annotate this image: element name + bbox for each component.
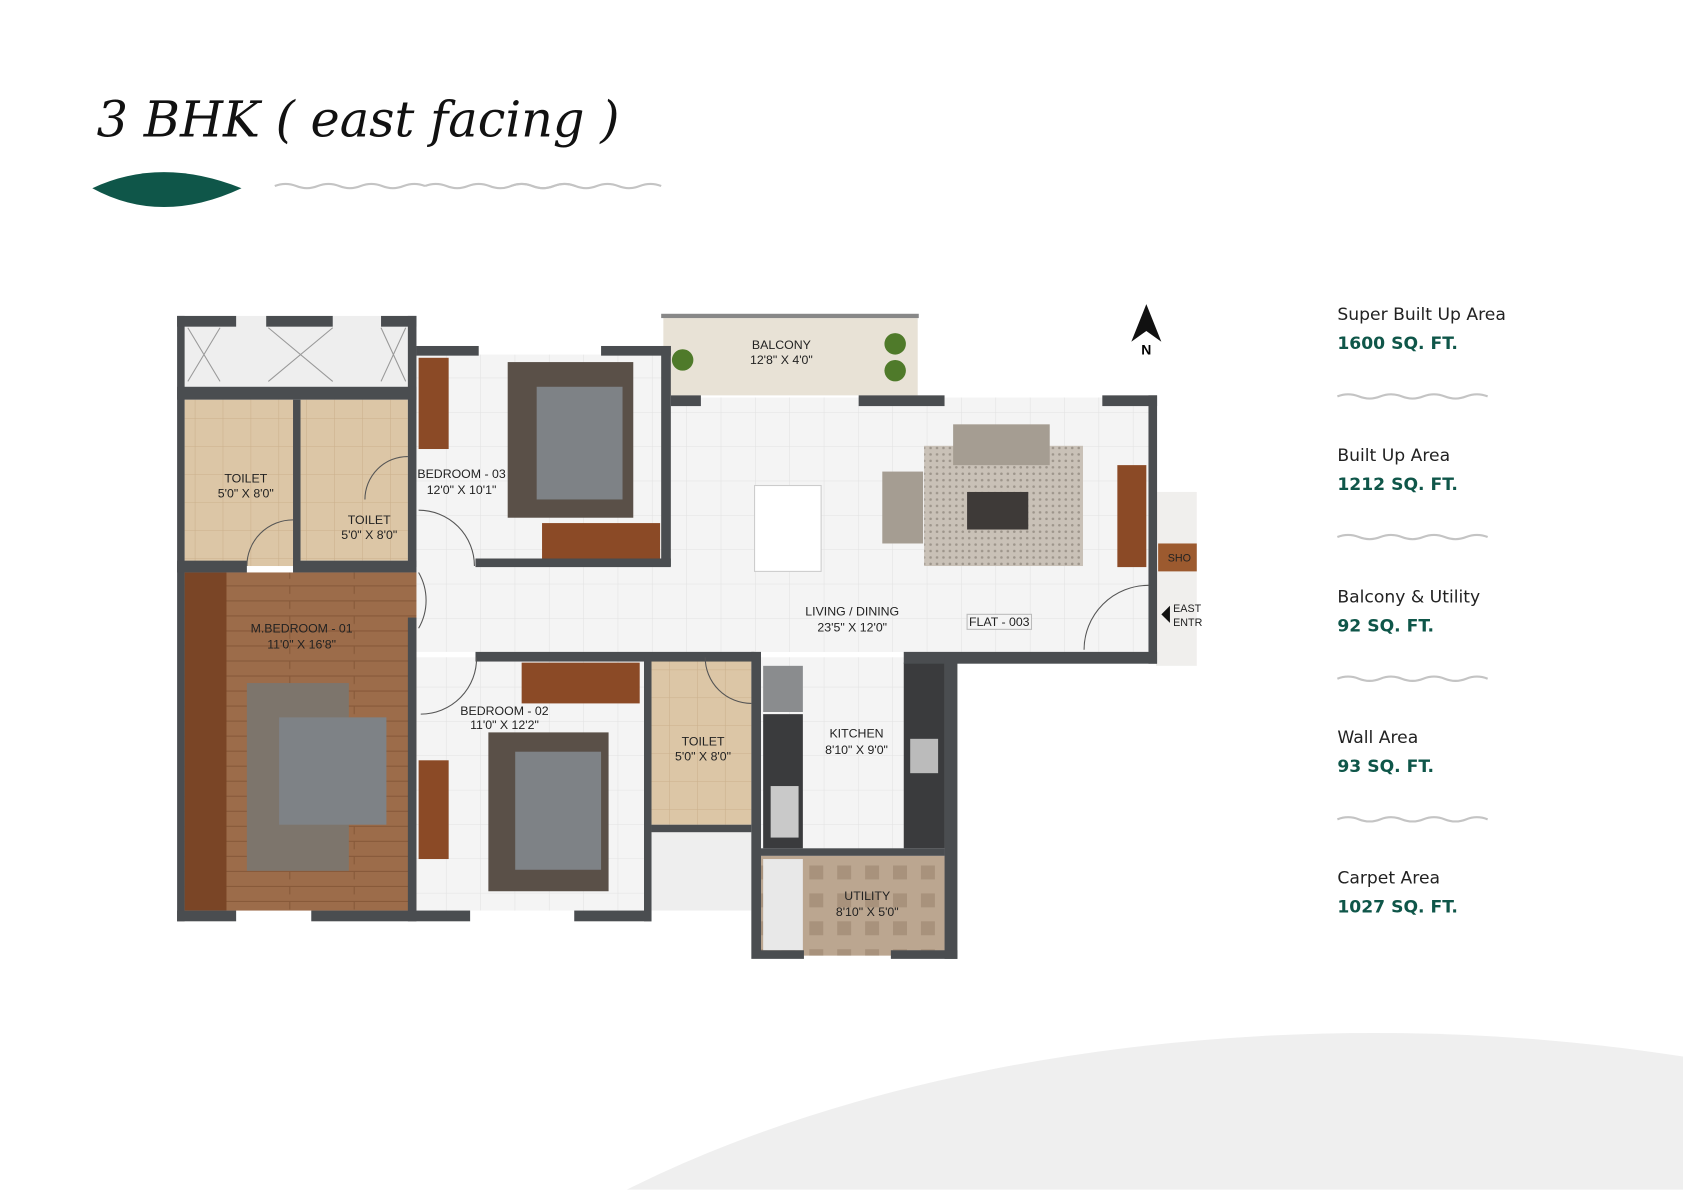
wardrobe (418, 760, 449, 860)
svg-text:92 SQ. FT.: 92 SQ. FT. (1337, 616, 1434, 636)
shoe-rack (1158, 543, 1197, 572)
svg-text:UTILITY: UTILITY (844, 889, 890, 903)
svg-text:TOILET: TOILET (224, 471, 267, 485)
leaf-icon (92, 172, 242, 207)
area-item: Super Built Up Area 1600 SQ. FT. (1337, 305, 1505, 354)
wave-divider (1336, 816, 1489, 823)
room-label-living-dining: LIVING / DINING 23'5" X 12'0" (805, 604, 899, 634)
svg-text:8'10" X 9'0": 8'10" X 9'0" (825, 743, 888, 757)
svg-text:BEDROOM - 03: BEDROOM - 03 (417, 467, 506, 481)
svg-text:93 SQ. FT.: 93 SQ. FT. (1337, 757, 1434, 777)
svg-text:11'0" X 12'2": 11'0" X 12'2" (470, 718, 539, 732)
shoe-rack-label: SHO (1168, 553, 1191, 565)
doors (246, 456, 1149, 715)
decorative-arc (626, 1032, 1683, 1190)
svg-text:Balcony & Utility: Balcony & Utility (1337, 588, 1480, 608)
wardrobe (521, 662, 640, 704)
toilet-2-floor (300, 399, 408, 561)
svg-text:5'0" X 8'0": 5'0" X 8'0" (675, 749, 731, 763)
svg-text:Built Up Area: Built Up Area (1337, 446, 1450, 466)
coffee-table-icon (967, 491, 1029, 530)
area-item: Wall Area 93 SQ. FT. (1337, 728, 1434, 777)
dining-table-icon (754, 484, 822, 572)
room-label-master-bedroom: M.BEDROOM - 01 11'0" X 16'8" (251, 622, 353, 652)
plant-icon (884, 359, 906, 382)
tv-unit (1117, 465, 1147, 568)
walls (177, 313, 1158, 959)
north-label: N (1141, 342, 1151, 358)
plant-icon (671, 349, 694, 371)
svg-text:LIVING / DINING: LIVING / DINING (805, 604, 899, 618)
svg-text:11'0" X 16'8": 11'0" X 16'8" (267, 638, 336, 652)
washer-icon (763, 859, 803, 951)
flat-number-label: FLAT - 003 (969, 615, 1030, 629)
area-summary: Super Built Up Area 1600 SQ. FT. Built Up… (1336, 305, 1506, 918)
room-label-kitchen: KITCHEN 8'10" X 9'0" (825, 727, 888, 757)
wave-divider (1336, 533, 1489, 541)
area-item: Built Up Area 1212 SQ. FT. (1337, 446, 1458, 495)
svg-text:BEDROOM - 02: BEDROOM - 02 (460, 704, 549, 718)
toilet-3-floor (651, 657, 752, 825)
entry-arrow-icon (1161, 605, 1170, 623)
svg-text:BALCONY: BALCONY (752, 338, 811, 352)
room-label-bedroom-03: BEDROOM - 03 12'0" X 10'1" (417, 467, 506, 497)
svg-text:1212 SQ. FT.: 1212 SQ. FT. (1337, 475, 1458, 495)
hob-icon (910, 738, 939, 774)
wave-divider (1336, 393, 1489, 400)
shaft (651, 832, 752, 911)
sink-icon (770, 786, 799, 838)
toilet-1-floor (184, 399, 294, 567)
room-label-utility: UTILITY 8'10" X 5'0" (836, 889, 899, 919)
page-title: 3 BHK ( east facing ) (97, 91, 620, 149)
wave-divider (1336, 675, 1489, 682)
svg-text:5'0" X 8'0": 5'0" X 8'0" (218, 486, 274, 500)
wardrobe (418, 357, 449, 450)
north-arrow-icon: N (1131, 304, 1162, 358)
svg-text:5'0" X 8'0": 5'0" X 8'0" (341, 528, 397, 542)
entry-lobby (1155, 491, 1197, 666)
fridge-icon (763, 665, 803, 712)
svg-text:KITCHEN: KITCHEN (829, 727, 883, 741)
svg-text:Super Built Up Area: Super Built Up Area (1337, 305, 1505, 325)
svg-text:23'5" X 12'0": 23'5" X 12'0" (817, 620, 887, 634)
svg-text:12'8" X 4'0": 12'8" X 4'0" (750, 353, 813, 367)
entry-label: ENTR (1173, 617, 1202, 629)
svg-text:1600 SQ. FT.: 1600 SQ. FT. (1337, 334, 1458, 354)
bed-icon (279, 717, 387, 825)
svg-text:12'0" X 10'1": 12'0" X 10'1" (427, 483, 497, 497)
title-divider (273, 182, 663, 190)
svg-text:1027 SQ. FT.: 1027 SQ. FT. (1337, 898, 1458, 918)
svg-text:M.BEDROOM - 01: M.BEDROOM - 01 (251, 622, 353, 636)
svg-text:TOILET: TOILET (348, 513, 391, 527)
sofa-icon (953, 424, 1050, 466)
area-item: Balcony & Utility 92 SQ. FT. (1337, 588, 1480, 637)
area-item: Carpet Area 1027 SQ. FT. (1337, 869, 1458, 918)
sofa-icon (882, 471, 924, 544)
wardrobe (542, 523, 661, 561)
plant-icon (884, 333, 906, 355)
svg-text:Wall Area: Wall Area (1337, 728, 1418, 748)
svg-text:8'10" X 5'0": 8'10" X 5'0" (836, 905, 899, 919)
balcony-floor (663, 318, 918, 396)
svg-text:TOILET: TOILET (682, 734, 725, 748)
svg-text:Carpet Area: Carpet Area (1337, 869, 1440, 889)
entry-label: EAST (1173, 603, 1201, 615)
